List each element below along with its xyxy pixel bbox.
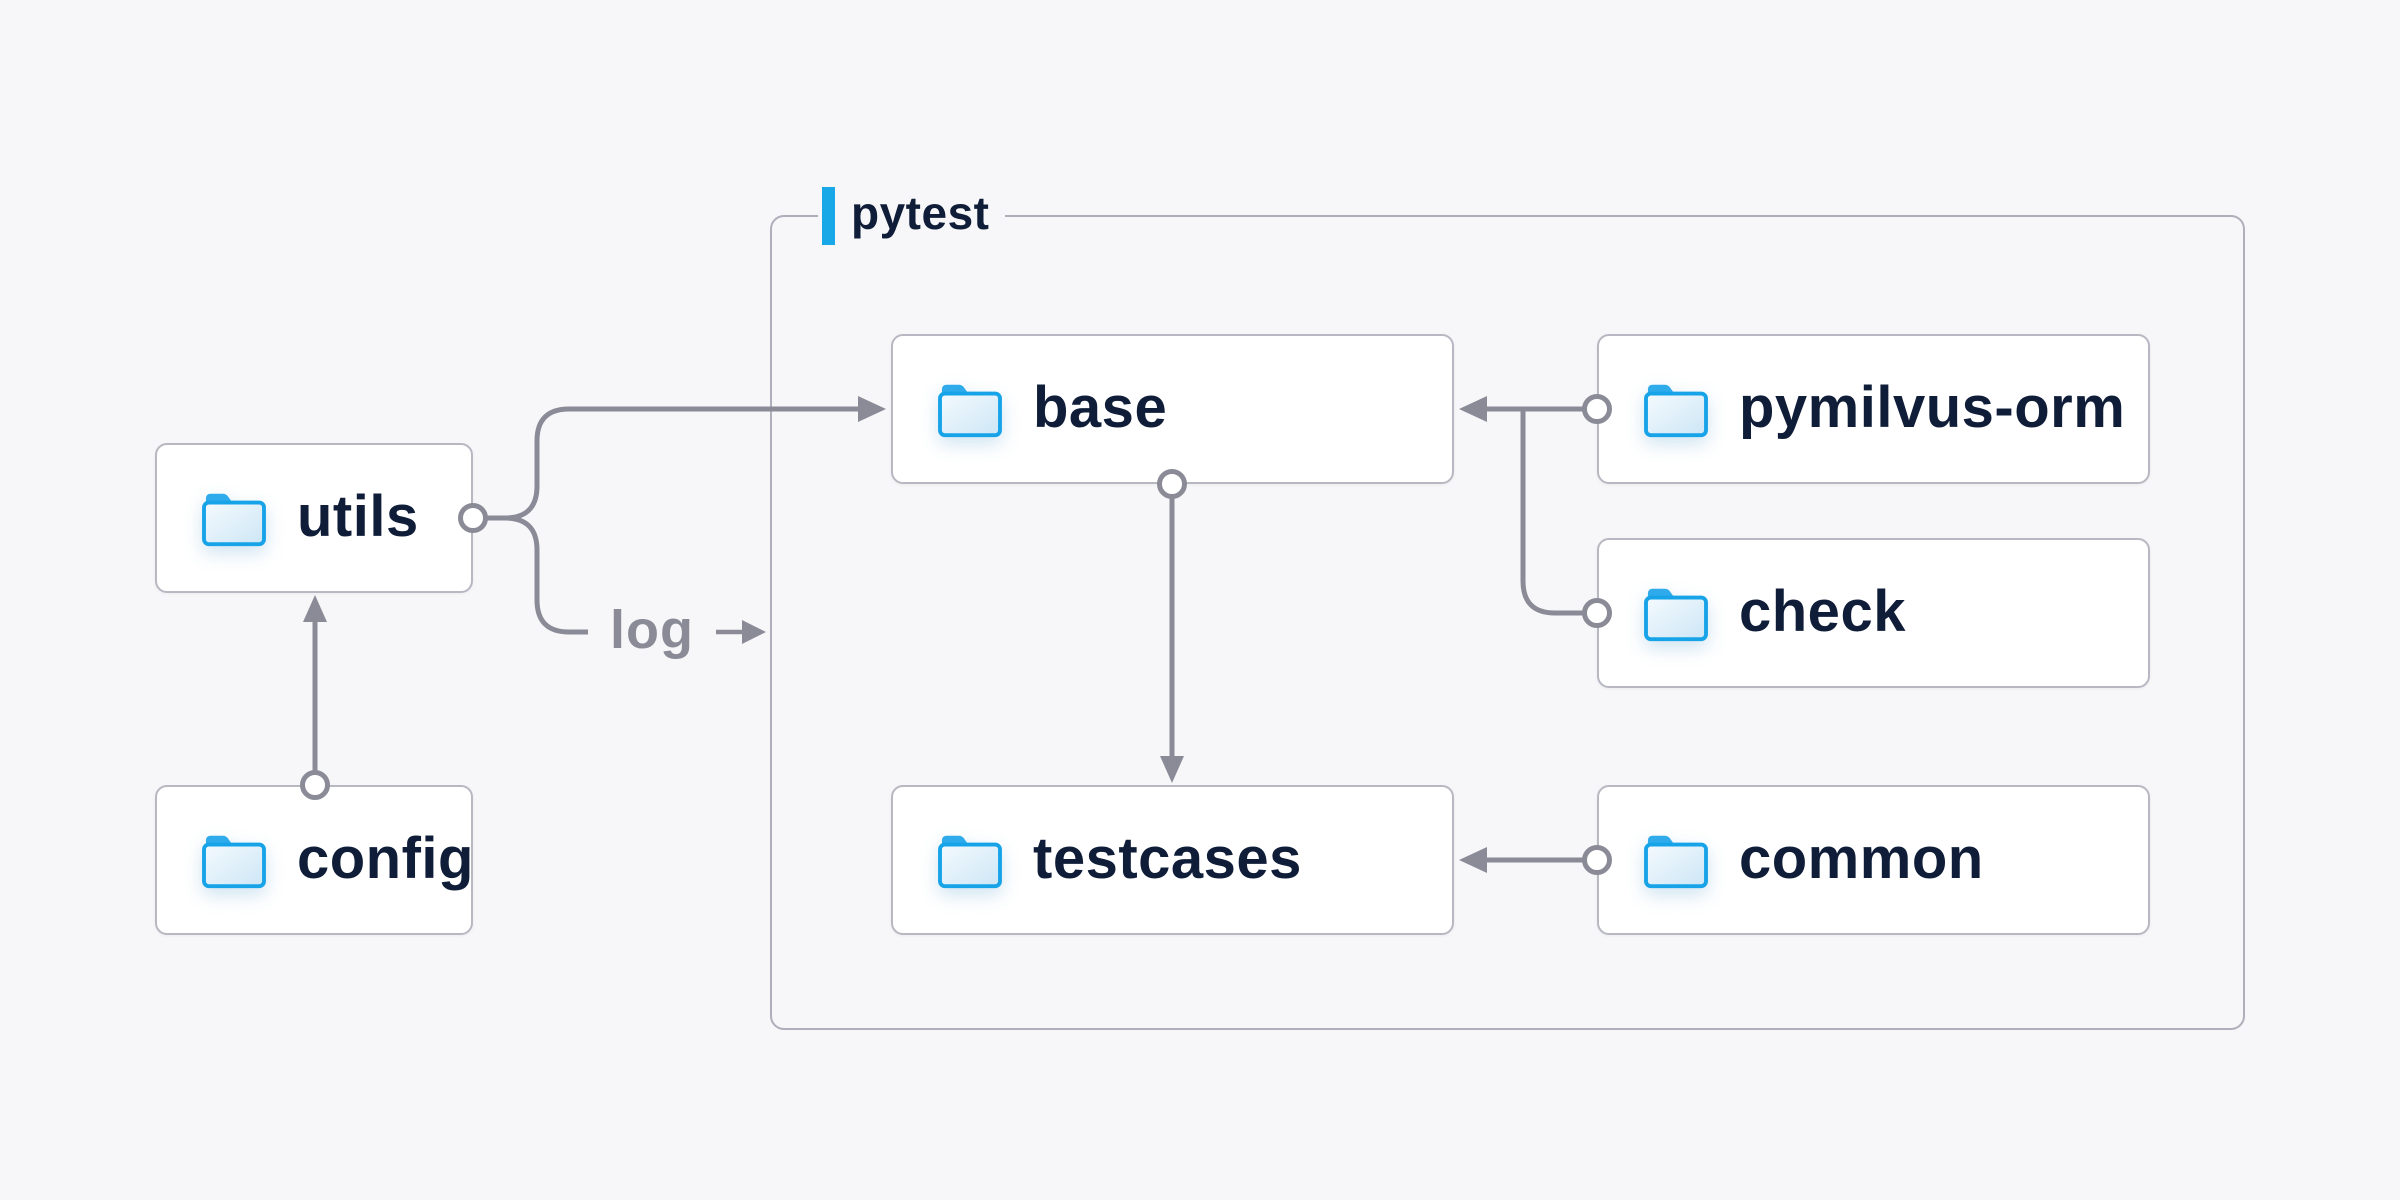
folder-icon (935, 830, 1005, 890)
node-label: check (1739, 578, 1906, 644)
folder-icon (199, 830, 269, 890)
node-pymilvus-orm: pymilvus-orm (1597, 334, 2150, 484)
node-label: testcases (1033, 825, 1302, 891)
edge-config-utils (300, 595, 330, 800)
accent-bar (822, 187, 835, 245)
node-common: common (1597, 785, 2150, 935)
group-title: pytest (851, 187, 990, 239)
folder-icon (199, 488, 269, 548)
folder-icon (935, 379, 1005, 439)
folder-icon (1641, 583, 1711, 643)
node-base: base (891, 334, 1454, 484)
node-label: common (1739, 825, 1984, 891)
pytest-group-box (770, 215, 2245, 1030)
node-config: config (155, 785, 473, 935)
node-label: config (297, 825, 474, 891)
node-utils: utils (155, 443, 473, 593)
node-label: utils (297, 483, 419, 549)
node-testcases: testcases (891, 785, 1454, 935)
pytest-group-label: pytest (818, 186, 1006, 246)
edge-log-label: log (610, 600, 694, 660)
node-label: pymilvus-orm (1739, 374, 2126, 440)
node-check: check (1597, 538, 2150, 688)
folder-icon (1641, 830, 1711, 890)
folder-icon (1641, 379, 1711, 439)
node-label: base (1033, 374, 1168, 440)
